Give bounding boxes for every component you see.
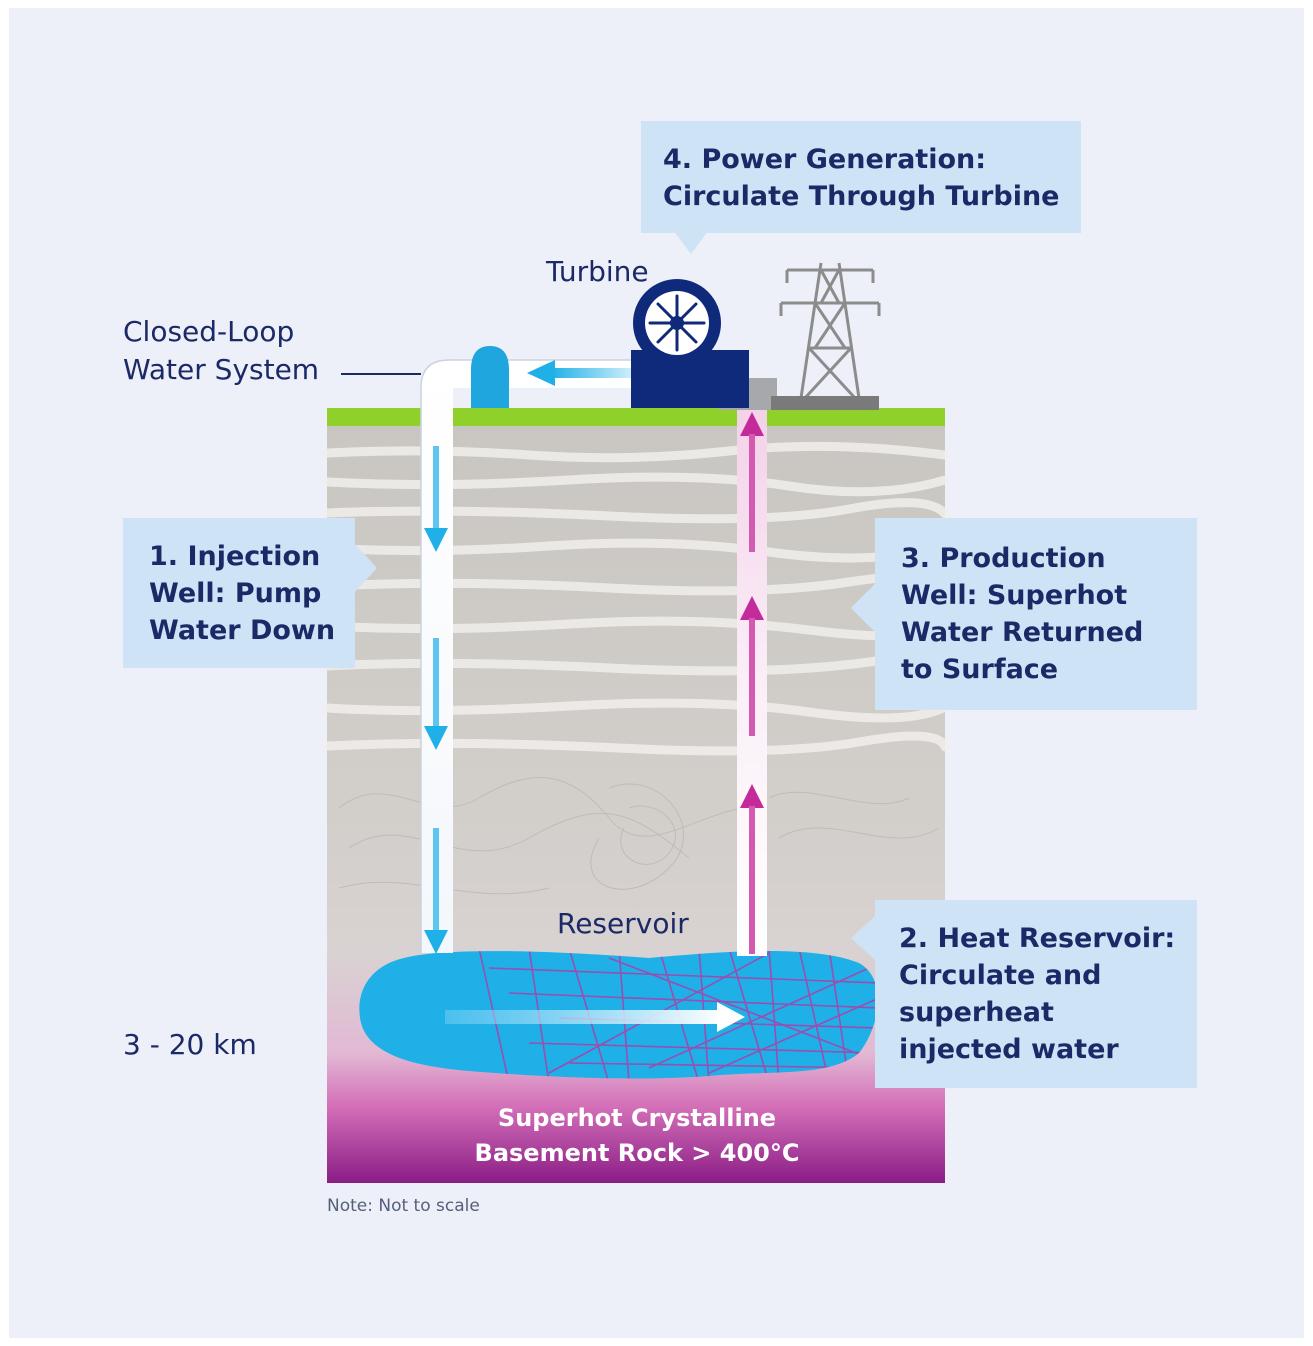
pump-unit xyxy=(471,346,509,408)
callout-2-line-3: superheat xyxy=(899,997,1054,1028)
callout-power-generation: 4. Power Generation: Circulate Through T… xyxy=(641,121,1081,233)
turbine-label: Turbine xyxy=(546,255,649,288)
callout-heat-reservoir: 2. Heat Reservoir: Circulate and superhe… xyxy=(875,900,1197,1088)
ground-surface xyxy=(327,408,945,426)
up-arrow-icon xyxy=(740,412,764,954)
callout-1-line-2: Well: Pump xyxy=(149,578,322,609)
power-tower-icon xyxy=(779,262,881,400)
callout-production-well: 3. Production Well: Superhot Water Retur… xyxy=(875,518,1197,710)
callout-2-line-1: 2. Heat Reservoir: xyxy=(899,923,1176,954)
right-arrow-icon xyxy=(445,1002,745,1032)
callout-injection-well: 1. Injection Well: Pump Water Down xyxy=(123,518,355,668)
depth-label: 3 - 20 km xyxy=(123,1028,257,1061)
callout-pointer-4 xyxy=(673,230,709,254)
callout-4-line-1: 4. Power Generation: xyxy=(663,144,987,175)
callout-pointer-3 xyxy=(851,582,877,634)
down-arrow-icon xyxy=(424,446,448,954)
callout-pointer-2 xyxy=(851,916,875,960)
callout-2-line-4: injected water xyxy=(899,1034,1119,1065)
callout-4-line-2: Circulate Through Turbine xyxy=(663,181,1060,212)
injection-pipe xyxy=(421,360,649,953)
callout-3-line-3: Water Returned xyxy=(901,617,1144,648)
basement-rock-label: Superhot Crystalline Basement Rock > 400… xyxy=(427,1101,847,1171)
callout-2-line-2: Circulate and xyxy=(899,960,1102,991)
reservoir-fractures xyxy=(478,951,878,1079)
closed-loop-label: Closed-Loop Water System xyxy=(123,313,319,389)
geothermal-diagram: 4. Power Generation: Circulate Through T… xyxy=(9,8,1304,1338)
reservoir-label: Reservoir xyxy=(557,907,689,940)
callout-3-line-4: to Surface xyxy=(901,654,1059,685)
closed-loop-line-2: Water System xyxy=(123,353,320,386)
rock-contours xyxy=(338,777,940,895)
callout-1-line-3: Water Down xyxy=(149,615,336,646)
tower-base xyxy=(771,396,879,410)
callout-3-line-1: 3. Production xyxy=(901,543,1106,574)
turbine-icon xyxy=(633,279,721,367)
return-flow-arrow xyxy=(527,360,631,386)
scale-note: Note: Not to scale xyxy=(327,1196,480,1216)
basement-line-2: Basement Rock > 400°C xyxy=(474,1139,800,1167)
callout-1-line-1: 1. Injection xyxy=(149,541,321,572)
closed-loop-line-1: Closed-Loop xyxy=(123,315,295,348)
diagram-graphic xyxy=(322,230,955,1183)
callout-pointer-1 xyxy=(353,542,377,594)
basement-line-1: Superhot Crystalline xyxy=(497,1104,777,1132)
callout-3-line-2: Well: Superhot xyxy=(901,580,1128,611)
